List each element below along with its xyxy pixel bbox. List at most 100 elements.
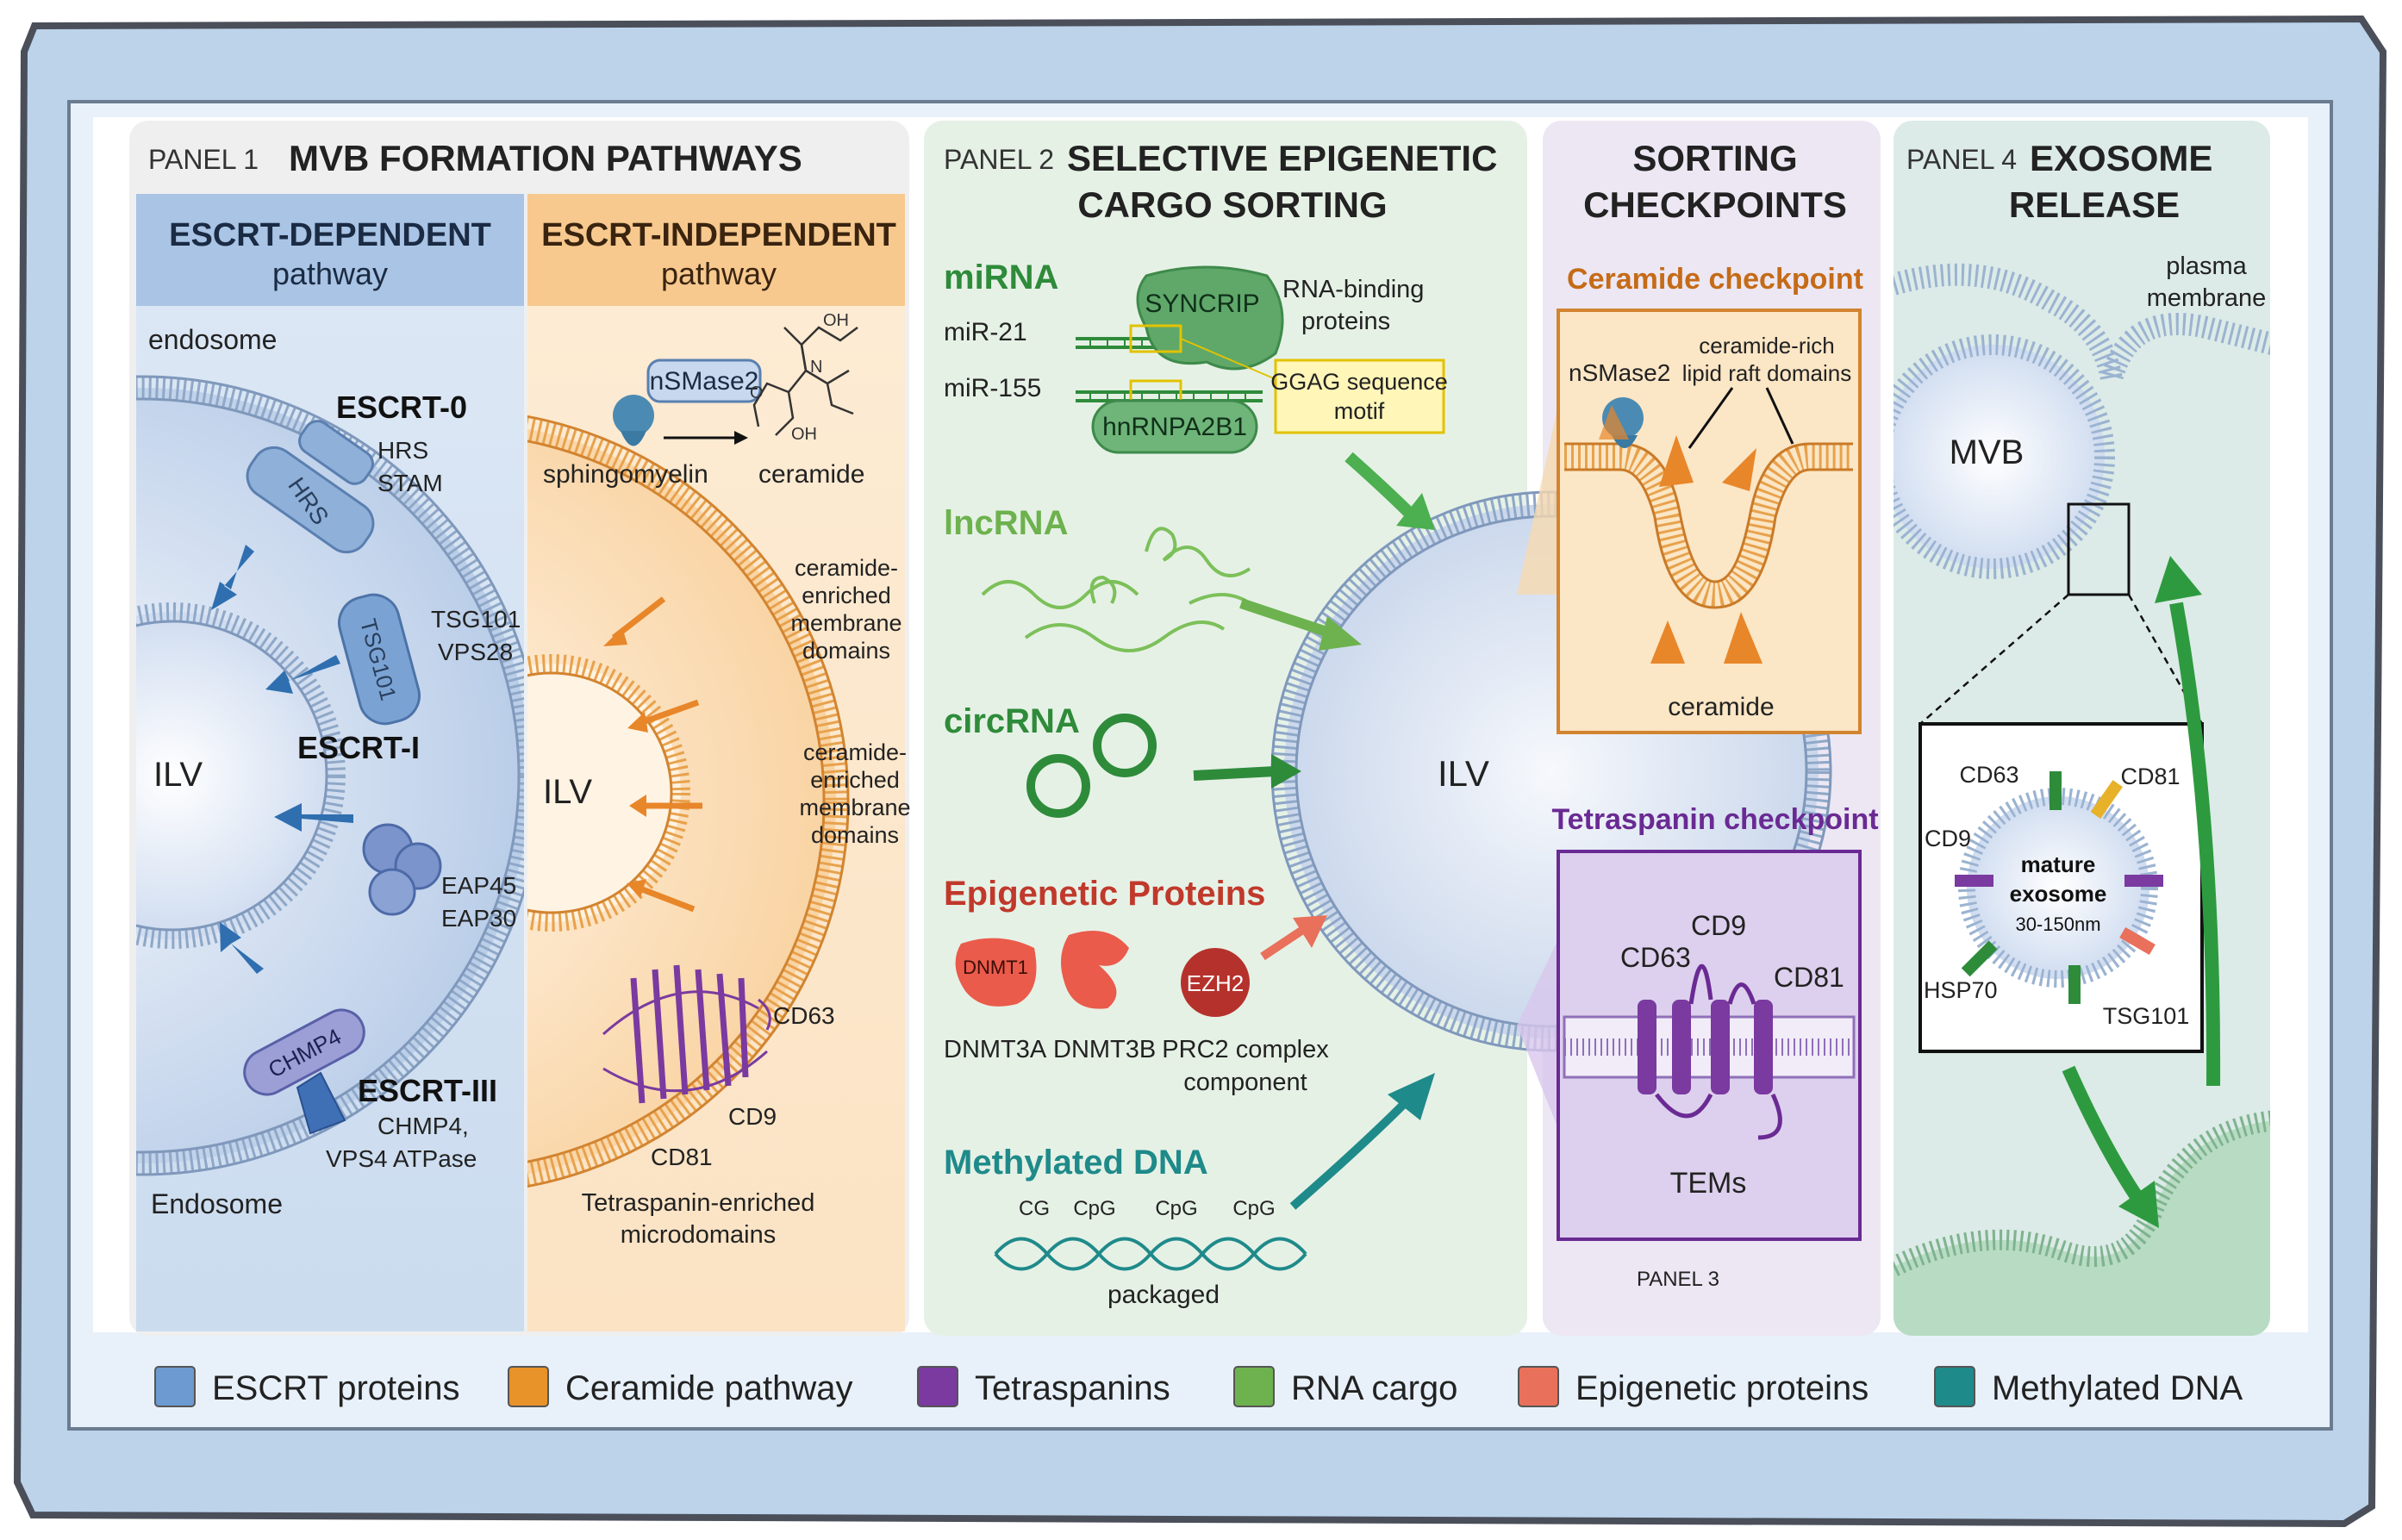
panel1-tag: PANEL 1 (148, 144, 259, 175)
tem-caption-2: microdomains (621, 1221, 777, 1249)
mature-exosome-label-1: mature (2021, 851, 2096, 877)
tem-loop-2 (1727, 982, 1756, 1005)
raft-pointers (1688, 387, 1794, 449)
cd81-marker (2090, 780, 2123, 820)
ggag-label-2: motif (1334, 398, 1385, 424)
cd63-label-p3: CD63 (1620, 942, 1691, 973)
endosome-membrane-inner-line (136, 397, 521, 1154)
ilv-vesicle-1 (136, 602, 346, 949)
tem-loop-1 (1688, 963, 1713, 1005)
legend-label-epigenetic: Epigenetic proteins (1575, 1369, 1869, 1407)
mature-exosome-label-2: exosome (2010, 881, 2107, 907)
tetraspanin-marker-right (2124, 875, 2163, 887)
legend-swatch-epigenetic (1518, 1366, 1559, 1407)
hsp70-marker (1961, 940, 1998, 977)
raft-label-1: ceramide-rich (1699, 333, 1835, 359)
ceramide-domains-a-1: ceramide- (795, 555, 898, 581)
hrs-protein (246, 446, 375, 554)
plasma-membrane-label-1: plasma (2166, 253, 2247, 280)
panel3-title-line1: SORTING (1632, 138, 1797, 178)
chem-oh: OH (791, 425, 817, 444)
epigenetic-marker (2119, 926, 2156, 956)
legend-swatch-dna (1934, 1366, 1975, 1407)
tems-label: TEMs (1670, 1167, 1747, 1200)
mir155-rungs (1089, 392, 1246, 401)
ceramide-domains-b-3: membrane (799, 795, 910, 820)
escrt0-hrs: HRS (377, 437, 428, 464)
ceramide-raft-line-top (1564, 442, 1853, 583)
prc2-label-1: PRC2 complex (1162, 1036, 1329, 1063)
cd63-marker (2049, 771, 2062, 810)
eap30-label: EAP30 (441, 905, 516, 932)
ceramide-endosome-inner-line (527, 440, 826, 1163)
escrt-independent-subtitle: pathway (661, 256, 777, 291)
circrna-arrow (1193, 766, 1276, 781)
mir21-label: miR-21 (944, 318, 1027, 346)
packaged-label: packaged (1107, 1281, 1220, 1309)
legend-swatch-ceramide (508, 1366, 549, 1407)
cd81-label-p3: CD81 (1774, 962, 1844, 993)
cd9-marker (1955, 875, 1993, 887)
ceramide-cones (1599, 405, 1763, 664)
legend-label-ceramide: Ceramide pathway (565, 1369, 853, 1407)
mirna-title: miRNA (944, 259, 1058, 296)
ceramide-label: ceramide (758, 460, 864, 489)
escrt3-vps4: VPS4 ATPase (326, 1145, 477, 1172)
endosome-label-top: endosome (148, 324, 277, 355)
nsmase2-label-p3: nSMase2 (1569, 359, 1670, 386)
ceramide-structure (752, 326, 858, 436)
cd81-label-p4: CD81 (2120, 764, 2180, 789)
plasma-membrane (1894, 263, 2270, 383)
escrt-arrow-1 (211, 545, 254, 610)
vps4-atpase (296, 1071, 346, 1135)
panel4-title-line2: RELEASE (2009, 184, 2180, 225)
cpg-label-1: CpG (1073, 1197, 1115, 1220)
chem-o: O (750, 383, 764, 402)
panel2-title-line1: SELECTIVE EPIGENETIC (1067, 138, 1497, 178)
dnmt3a-label: DNMT3A (944, 1036, 1047, 1063)
panel4: PANEL 4 EXOSOME RELEASE plasma membrane … (1894, 138, 2270, 1336)
syncrip-protein (1136, 265, 1284, 371)
dna-strand-b (994, 1237, 1307, 1271)
hnrnpa2b1-label: hnRNPA2B1 (1102, 413, 1247, 441)
prc2-label-2: component (1183, 1069, 1307, 1096)
panel2-tag: PANEL 2 (944, 144, 1054, 175)
escrt-arrow-3 (274, 803, 353, 832)
legend-label-tetraspanins: Tetraspanins (975, 1369, 1170, 1407)
recipient-cell-membrane (1894, 1110, 2270, 1276)
nsmase2-label: nSMase2 (650, 367, 759, 396)
cd9-label-p1: CD9 (728, 1103, 777, 1130)
tsg101-label-p4: TSG101 (2103, 1003, 2190, 1029)
escrt-arrow-2 (265, 655, 340, 694)
ilv-vesicle-2-inner (527, 671, 673, 914)
escrt1-title: ESCRT-I (297, 730, 420, 765)
nsmase2-enzyme (613, 395, 654, 436)
escrt3-title: ESCRT-III (358, 1073, 497, 1108)
eap45-label: EAP45 (441, 872, 516, 899)
lncrna-arrowhead (1319, 616, 1362, 651)
nsmase2-badge (646, 359, 762, 403)
cpg-label-3: CpG (1232, 1197, 1275, 1220)
nsmase2-enzyme-base (621, 431, 646, 446)
ceramide-endosome-outer-line (527, 415, 850, 1188)
dna-arrow (1289, 1100, 1408, 1210)
dna-arrowhead (1388, 1073, 1435, 1120)
plasma-membrane-label-2: membrane (2147, 284, 2267, 312)
cd9-label-p4: CD9 (1925, 826, 1971, 851)
mvb-label: MVB (1950, 433, 2025, 471)
cd63-label-p1: CD63 (773, 1002, 835, 1029)
chem-n: N (810, 358, 822, 377)
circrna-ring-2 (1093, 714, 1157, 777)
lncrna-arrow (1239, 598, 1333, 639)
panel3-tag: PANEL 3 (1637, 1268, 1719, 1291)
ceramide-domains-b-1: ceramide- (803, 739, 907, 765)
legend: ESCRT proteins Ceramide pathway Tetraspa… (154, 1366, 2243, 1407)
legend-label-rna: RNA cargo (1291, 1369, 1457, 1407)
vps28-label: VPS28 (438, 639, 513, 665)
epigenetic-arrow (1260, 926, 1304, 961)
panel1-title: MVB FORMATION PATHWAYS (289, 138, 802, 178)
ceramide-domains-a-2: enriched (802, 583, 891, 608)
panel4-tag: PANEL 4 (1906, 144, 2017, 175)
circrna-ring-1 (1026, 754, 1090, 818)
tsg101-label: TSG101 (431, 606, 521, 633)
